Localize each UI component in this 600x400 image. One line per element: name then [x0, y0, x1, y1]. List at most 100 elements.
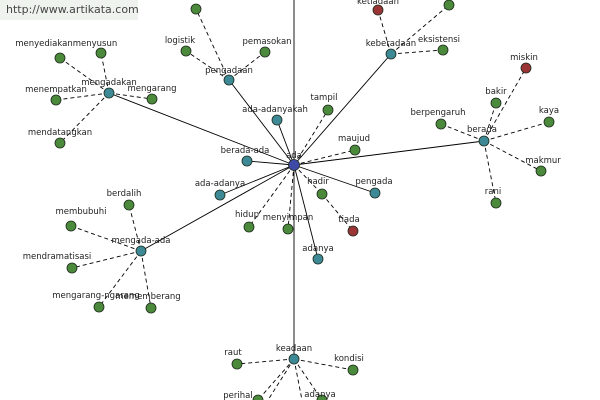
node-dot-maujud[interactable] — [349, 144, 361, 156]
node-rani[interactable]: rani — [485, 187, 502, 209]
node-dot-perihal[interactable] — [252, 394, 264, 400]
node-dot-ada[interactable] — [288, 159, 300, 171]
node-dot-berada-ada[interactable] — [241, 155, 253, 167]
node-makmur[interactable]: makmur — [525, 156, 561, 177]
node-mendatangkan[interactable]: mendatangkan — [28, 128, 92, 149]
node-dot-keberadaan[interactable] — [385, 48, 397, 60]
node-mendramatisasi[interactable]: mendramatisasi — [23, 252, 92, 274]
node-dot-ada-adanya[interactable] — [214, 189, 226, 201]
node-label-menempatkan: menempatkan — [25, 85, 87, 95]
node-pemasokan[interactable]: pemasokan — [242, 37, 292, 58]
node-menempatkan[interactable]: menempatkan — [25, 85, 87, 106]
node-top-leaf[interactable] — [190, 3, 202, 15]
node-eksistensi[interactable]: eksistensi — [418, 35, 460, 56]
node-label-menyediakan: menyediakan — [15, 39, 73, 49]
node-dot-hadir[interactable] — [316, 188, 328, 200]
node-label-makmur: makmur — [525, 156, 561, 166]
node-miskin[interactable]: miskin — [510, 53, 538, 74]
node-dot-miskin[interactable] — [520, 62, 532, 74]
node-dot-eksistensi[interactable] — [437, 44, 449, 56]
node-hadir[interactable]: hadir — [307, 177, 329, 200]
edge-ada-adanya — [293, 164, 319, 260]
node-dot-hidup[interactable] — [243, 221, 255, 233]
node-dot-memberang[interactable] — [145, 302, 157, 314]
node-berada[interactable]: berada — [467, 125, 497, 147]
node-dot-mengarang-ngarang[interactable] — [93, 301, 105, 313]
node-dot-keadaan[interactable] — [288, 353, 300, 365]
node-dot-mendatangkan[interactable] — [54, 137, 66, 149]
node-pengadaan[interactable]: pengadaan — [205, 66, 253, 86]
edge-pengadaan-pemasokan — [228, 51, 266, 81]
node-kb-topright[interactable] — [443, 0, 455, 11]
node-dot-mengarang[interactable] — [146, 93, 158, 105]
node-kondisi[interactable]: kondisi — [334, 354, 364, 376]
node-hidup[interactable]: hidup — [235, 210, 259, 233]
node-pengada[interactable]: pengada — [355, 177, 393, 199]
node-adanya-bottom[interactable]: adanya — [304, 390, 336, 400]
node-ada-adanyakah[interactable]: ada-adanyakah — [242, 105, 308, 126]
node-dot-menyimpan[interactable] — [282, 223, 294, 235]
node-dot-menempatkan[interactable] — [50, 94, 62, 106]
node-dot-mendramatisasi[interactable] — [66, 262, 78, 274]
node-mengada-ada[interactable]: mengada-ada — [112, 236, 171, 257]
node-berpengaruh[interactable]: berpengaruh — [410, 108, 466, 130]
node-ada[interactable]: ada — [286, 151, 302, 171]
node-raut[interactable]: raut — [224, 348, 243, 370]
node-bakir[interactable]: bakir — [485, 87, 507, 109]
node-dot-kaya[interactable] — [543, 116, 555, 128]
node-keberadaan[interactable]: keberadaan — [366, 39, 416, 60]
node-dot-top-leaf[interactable] — [190, 3, 202, 15]
node-dot-kb-topright[interactable] — [443, 0, 455, 11]
node-dot-tampil[interactable] — [322, 104, 334, 116]
node-dot-adanya[interactable] — [312, 253, 324, 265]
node-dot-rani[interactable] — [490, 197, 502, 209]
node-dot-pengada[interactable] — [369, 187, 381, 199]
node-perihal[interactable]: perihal — [223, 391, 264, 400]
node-tiada[interactable]: tiada — [338, 215, 360, 237]
node-dot-adanya-bottom[interactable] — [316, 394, 328, 400]
node-dot-berdalih[interactable] — [123, 199, 135, 211]
node-dot-menyediakan[interactable] — [54, 52, 66, 64]
node-dot-pengadaan[interactable] — [223, 74, 235, 86]
node-dot-tiada[interactable] — [347, 225, 359, 237]
node-menyusun[interactable]: menyusun — [73, 39, 118, 59]
edge-keadaan-bottom-a — [267, 358, 295, 400]
node-membubuhi[interactable]: membubuhi — [55, 207, 107, 232]
edge-ada-hidup — [248, 164, 295, 228]
node-dot-makmur[interactable] — [535, 165, 547, 177]
node-berdalih[interactable]: berdalih — [107, 189, 142, 211]
node-mengarang[interactable]: mengarang — [128, 84, 177, 105]
node-dot-berada[interactable] — [478, 135, 490, 147]
node-label-logistik: logistik — [165, 36, 195, 46]
node-dot-ada-adanyakah[interactable] — [271, 114, 283, 126]
node-dot-menyusun[interactable] — [95, 47, 107, 59]
node-dot-ketiadaan[interactable] — [372, 4, 384, 16]
node-ada-adanya[interactable]: ada-adanya — [195, 179, 245, 201]
node-dot-membubuhi[interactable] — [65, 220, 77, 232]
site-watermark[interactable]: http://www.artikata.com — [0, 0, 139, 20]
node-dot-raut[interactable] — [231, 358, 243, 370]
node-keadaan[interactable]: keadaan — [276, 344, 312, 365]
node-logistik[interactable]: logistik — [165, 36, 195, 57]
node-dot-logistik[interactable] — [180, 45, 192, 57]
node-dot-mengadakan[interactable] — [103, 87, 115, 99]
node-dot-mengada-ada[interactable] — [135, 245, 147, 257]
edge-ada-pengadaan — [228, 79, 295, 166]
node-dot-berpengaruh[interactable] — [435, 118, 447, 130]
node-dot-pemasokan[interactable] — [259, 46, 271, 58]
node-memberang[interactable]: memembеrang — [115, 292, 181, 314]
node-mengarang-ngarang[interactable]: mengarang-ngarang — [52, 291, 140, 313]
node-tampil[interactable]: tampil — [311, 93, 338, 116]
node-dot-bakir[interactable] — [490, 97, 502, 109]
node-kaya[interactable]: kaya — [539, 106, 559, 128]
node-adanya[interactable]: adanya — [302, 244, 334, 265]
node-maujud[interactable]: maujud — [338, 134, 370, 156]
node-menyimpan[interactable]: menyimpan — [263, 213, 314, 235]
node-dot-kondisi[interactable] — [347, 364, 359, 376]
node-berada-ada[interactable]: berada-ada — [221, 146, 270, 167]
node-label-menyimpan: menyimpan — [263, 213, 314, 223]
node-mengadakan[interactable]: mengadakan — [81, 78, 137, 99]
node-ketiadaan[interactable]: ketiadaan — [357, 0, 399, 16]
node-menyediakan[interactable]: menyediakan — [15, 39, 73, 64]
